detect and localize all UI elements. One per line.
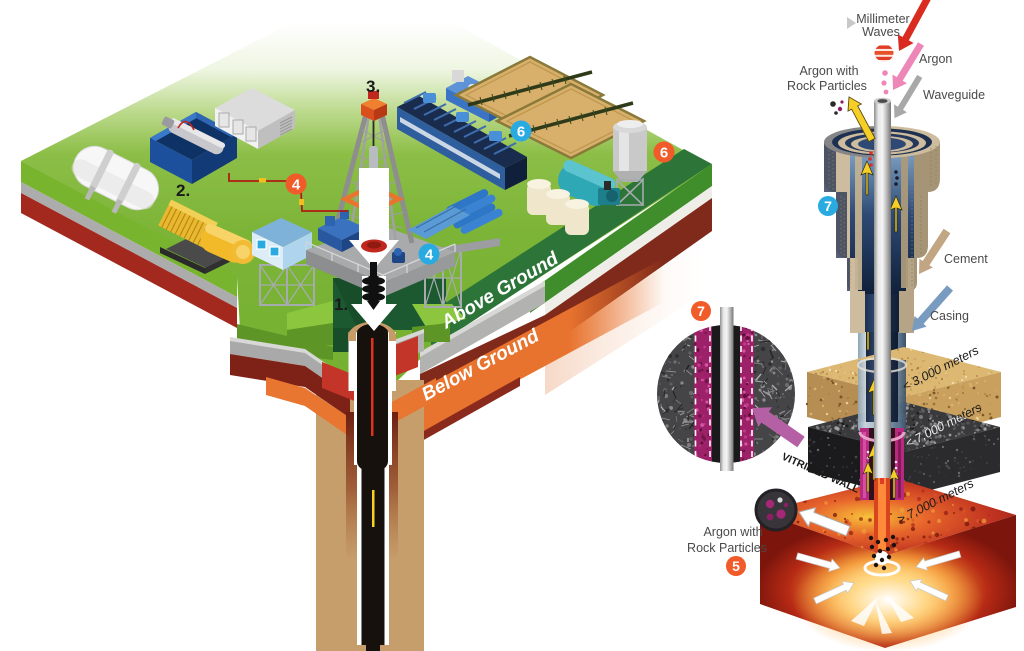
svg-text:Argon: Argon xyxy=(919,52,952,66)
svg-text:6: 6 xyxy=(517,124,525,141)
svg-text:6: 6 xyxy=(660,145,668,162)
svg-text:4: 4 xyxy=(425,247,434,264)
svg-text:Waves: Waves xyxy=(862,25,900,39)
svg-text:4: 4 xyxy=(292,177,301,194)
svg-text:1.: 1. xyxy=(334,295,348,314)
svg-text:7: 7 xyxy=(824,198,832,214)
svg-text:Casing: Casing xyxy=(930,309,969,323)
svg-text:7: 7 xyxy=(697,303,705,319)
svg-text:3.: 3. xyxy=(366,77,380,96)
svg-text:Waveguide: Waveguide xyxy=(923,88,985,102)
svg-text:Rock Particles: Rock Particles xyxy=(687,541,767,555)
svg-text:2.: 2. xyxy=(176,181,190,200)
svg-text:Cement: Cement xyxy=(944,252,988,266)
svg-text:Argon with: Argon with xyxy=(799,64,858,78)
svg-text:5: 5 xyxy=(732,558,740,574)
svg-text:Millimeter: Millimeter xyxy=(856,12,909,26)
svg-text:Argon with: Argon with xyxy=(703,525,762,539)
svg-text:Rock Particles: Rock Particles xyxy=(787,79,867,93)
